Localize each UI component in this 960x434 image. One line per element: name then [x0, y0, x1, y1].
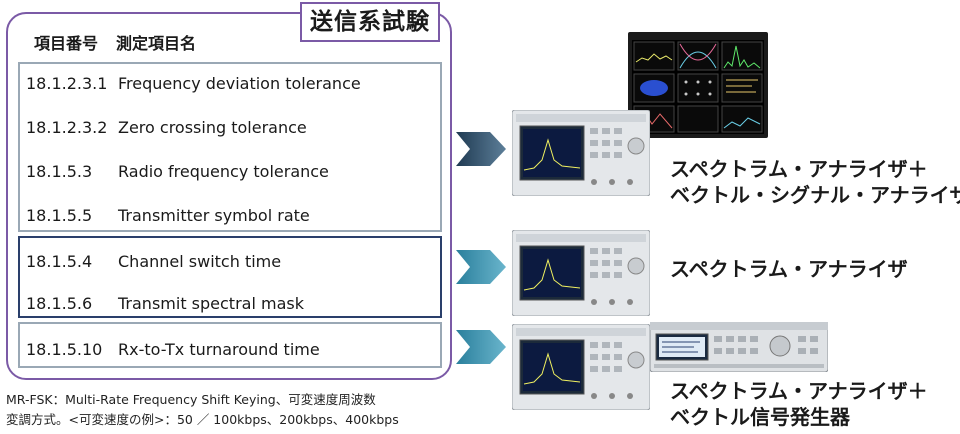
chevron-right-icon	[456, 250, 506, 284]
test-number: 18.1.5.4	[26, 252, 93, 271]
header-number: 項目番号	[34, 34, 99, 53]
footnote-line-1: MR-FSK：Multi-Rate Frequency Shift Keying…	[6, 392, 376, 407]
test-number: 18.1.2.3.2	[26, 118, 108, 137]
test-number: 18.1.5.6	[26, 294, 93, 313]
signal-generator-icon	[650, 322, 828, 372]
equipment-label-3: スペクトラム・アナライザ＋ ベクトル信号発生器	[670, 378, 928, 430]
equipment-label-line: スペクトラム・アナライザ	[670, 257, 908, 281]
test-number: 18.1.5.5	[26, 206, 93, 225]
test-name: Channel switch time	[118, 252, 282, 271]
equipment-label-line: ベクトル信号発生器	[670, 405, 850, 429]
footnote: MR-FSK：Multi-Rate Frequency Shift Keying…	[6, 390, 399, 430]
test-row: 18.1.2.3.1 Frequency deviation tolerance	[26, 74, 361, 93]
test-row: 18.1.5.4 Channel switch time	[26, 252, 281, 271]
test-row: 18.1.5.6 Transmit spectral mask	[26, 294, 304, 313]
equipment-label-2: スペクトラム・アナライザ	[670, 256, 908, 282]
spectrum-analyzer-icon	[512, 324, 650, 410]
chevron-right-icon	[456, 132, 506, 166]
analyzer-monitor-icon	[628, 32, 768, 138]
equipment-label-line: スペクトラム・アナライザ＋	[670, 157, 928, 181]
spectrum-analyzer-icon	[512, 110, 650, 196]
test-name: Rx-to-Tx turnaround time	[118, 340, 320, 359]
test-name: Transmit spectral mask	[118, 294, 304, 313]
equipment-label-1: スペクトラム・アナライザ＋ ベクトル・シグナル・アナライザ	[670, 156, 960, 208]
test-name: Zero crossing tolerance	[118, 118, 307, 137]
chevron-right-icon	[456, 330, 506, 364]
transmit-test-frame	[6, 12, 452, 380]
test-name: Transmitter symbol rate	[118, 206, 310, 225]
test-number: 18.1.2.3.1	[26, 74, 108, 93]
test-name: Frequency deviation tolerance	[118, 74, 361, 93]
test-group-3: 18.1.5.10 Rx-to-Tx turnaround time	[18, 322, 442, 368]
equipment-label-line: スペクトラム・アナライザ＋	[670, 379, 928, 403]
test-name: Radio frequency tolerance	[118, 162, 329, 181]
test-row: 18.1.5.5 Transmitter symbol rate	[26, 206, 310, 225]
spectrum-analyzer-icon	[512, 230, 650, 316]
test-row: 18.1.2.3.2 Zero crossing tolerance	[26, 118, 307, 137]
test-row: 18.1.5.10 Rx-to-Tx turnaround time	[26, 340, 320, 359]
table-header: 項目番号測定項目名	[34, 30, 214, 54]
section-title: 送信系試験	[300, 2, 440, 42]
test-group-2: 18.1.5.4 Channel switch time 18.1.5.6 Tran…	[18, 236, 442, 318]
test-row: 18.1.5.3 Radio frequency tolerance	[26, 162, 329, 181]
test-number: 18.1.5.10	[26, 340, 103, 359]
equipment-label-line: ベクトル・シグナル・アナライザ	[670, 183, 960, 207]
header-name: 測定項目名	[116, 34, 197, 53]
footnote-line-2: 変調方式。<可変速度の例>：50 ／ 100kbps、200kbps、400kb…	[6, 412, 399, 427]
test-number: 18.1.5.3	[26, 162, 93, 181]
